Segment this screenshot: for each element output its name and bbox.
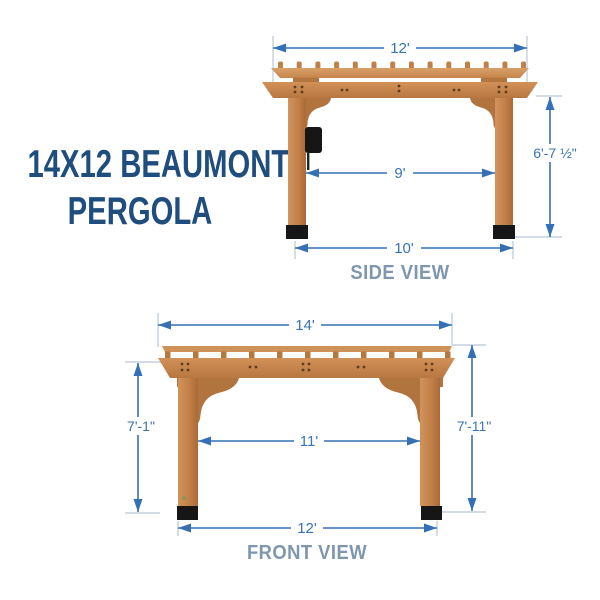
post-anchor-right [421,506,442,520]
front-view-label: FRONT VIEW [246,542,368,564]
dim-side-post-span-label: 9' [394,165,405,182]
page-title-line1: 14X12 BEAUMONT [27,143,290,186]
header-beam [158,358,455,378]
beam-connector-left [293,77,319,84]
post-anchor-left [177,506,198,520]
dim-side-height: 6'-7 ½" [526,97,584,237]
dim-front-left-height-label: 7'-1" [127,418,155,434]
dim-front-right-height: 7'-11" [448,345,500,511]
dim-front-post-span: 11' [198,432,420,450]
post-left [288,98,306,239]
dim-side-top-width: 12' [273,39,527,57]
post-anchor-right [493,225,515,239]
side-view-diagram: 12' 9' 10' 6'-7 ½" [262,36,584,259]
dim-side-post-span: 9' [306,164,495,182]
beam-connector-right [481,77,507,84]
dim-side-height-label: 6'-7 ½" [533,145,576,161]
dim-front-right-height-label: 7'-11" [457,418,492,434]
label-sticker [182,496,186,500]
post-left [178,378,198,506]
dim-front-top-width: 14' [158,316,452,334]
dim-side-base-width-label: 10' [394,240,414,257]
top-rail [162,346,452,352]
header-beam [262,82,538,98]
side-view-pergola-drawing [262,61,538,239]
post-anchor-left [286,225,308,239]
front-view-diagram: 14' 11' 12' 7'-1" 7'-11" [118,313,500,537]
side-view-label: SIDE VIEW [350,262,450,284]
corbel-right [379,378,420,423]
corbel-right [470,98,495,128]
dim-side-top-width-label: 12' [390,40,410,57]
dim-front-post-span-label: 11' [300,433,319,450]
dim-front-base-width: 12' [178,519,437,537]
post-right [420,378,440,506]
side-extension-lines [272,36,562,259]
front-view-pergola-drawing [158,346,455,520]
front-extension-lines [125,313,486,536]
electrical-conduit [307,153,310,170]
corbel-left [306,98,331,128]
electrical-box [305,127,322,153]
dim-front-base-width-label: 12' [297,520,317,537]
dim-side-base-width: 10' [295,239,513,257]
dim-front-top-width-label: 14' [295,317,315,334]
page-title: 14X12 BEAUMONT PERGOLA [27,141,290,235]
rafter-strip [271,68,529,78]
corbel-left [198,378,239,423]
dim-front-left-height: 7'-1" [118,363,164,512]
page-title-line2: PERGOLA [67,190,213,233]
post-right [495,98,513,239]
